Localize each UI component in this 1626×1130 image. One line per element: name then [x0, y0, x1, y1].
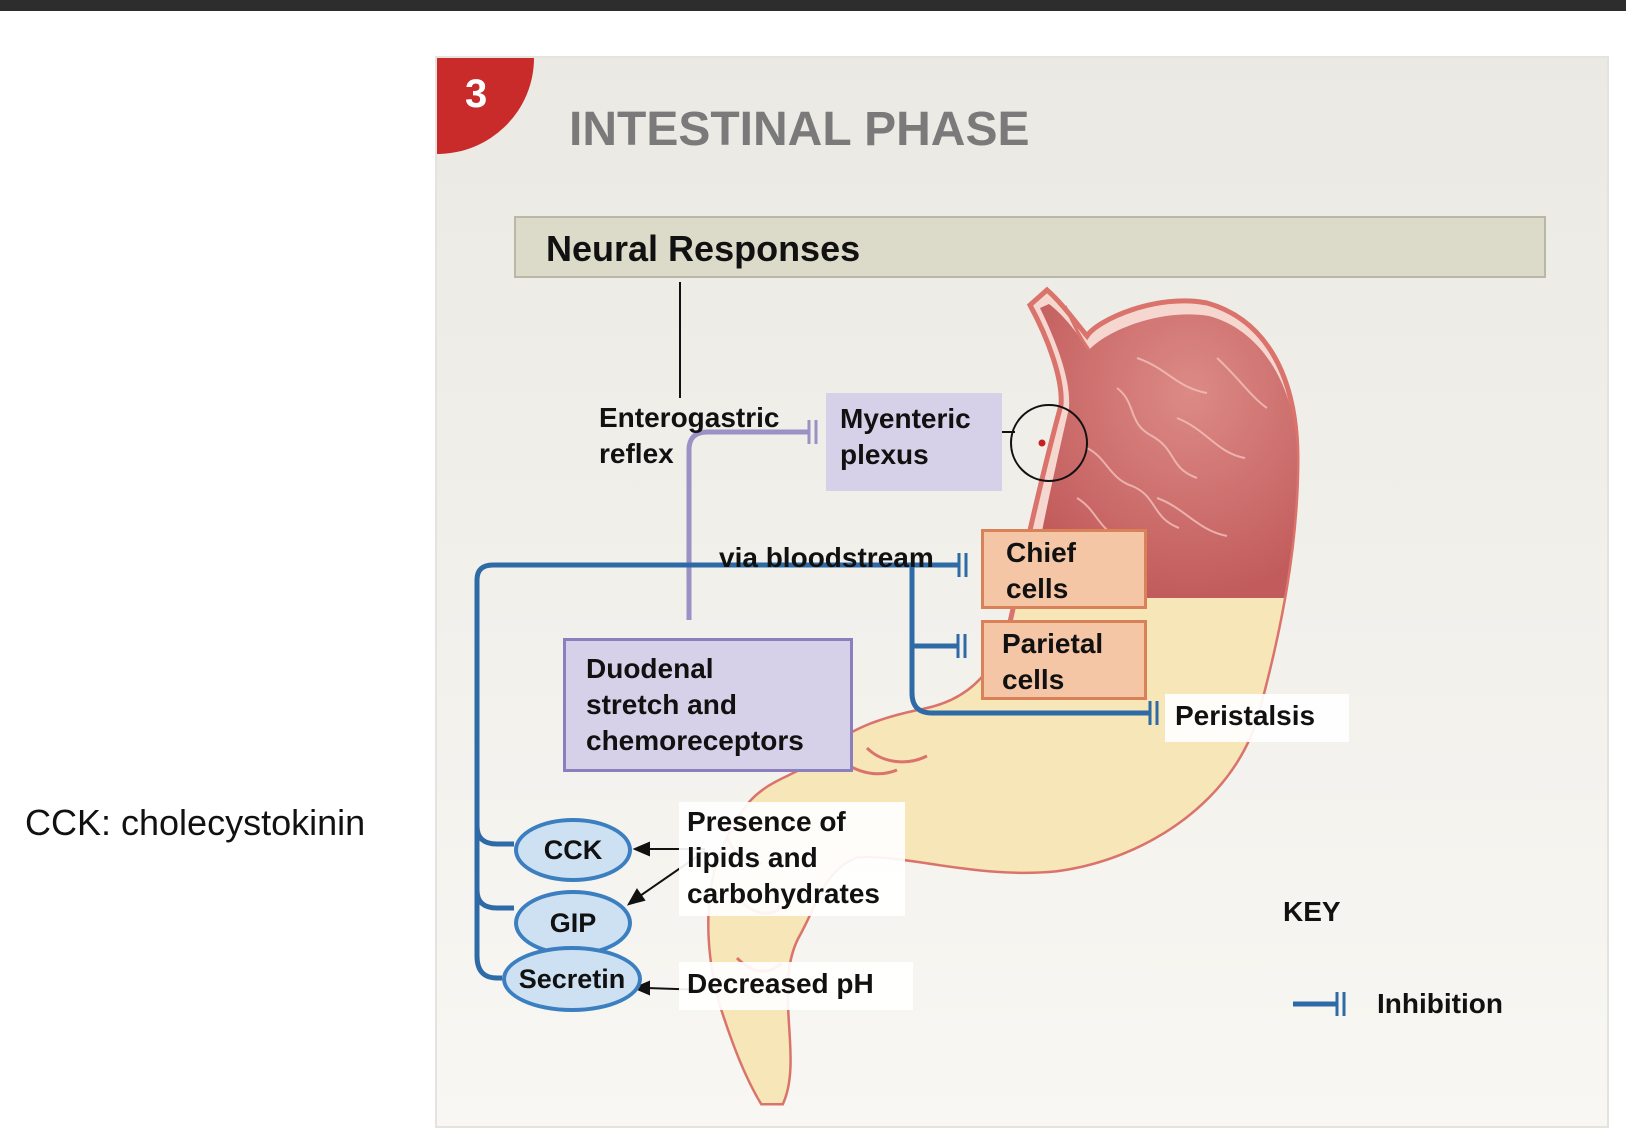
duodenal-receptors-box: Duodenal stretch and chemoreceptors: [563, 638, 853, 772]
gastric-mucosa: [1029, 304, 1297, 598]
decreased-ph-box: Decreased pH: [679, 962, 913, 1010]
window-top-bar: [0, 0, 1626, 11]
inhibition-bars-hormonal: [956, 553, 1159, 725]
key-inhibition-label: Inhibition: [1377, 988, 1503, 1019]
cck-hormone: CCK: [514, 818, 632, 882]
phase-title: INTESTINAL PHASE: [569, 103, 1030, 156]
enterogastric-reflex-label: Enterogastric reflex: [599, 402, 780, 469]
gip-hormone: GIP: [514, 890, 632, 956]
secretin-hormone: Secretin: [502, 946, 642, 1012]
parietal-cells-box: Parietal cells: [981, 620, 1147, 700]
key-title: KEY: [1283, 896, 1341, 927]
abbreviation-note: CCK: cholecystokinin: [25, 802, 366, 843]
via-bloodstream-label: via bloodstream: [719, 542, 934, 573]
enterogastric-reflex-path: [686, 429, 809, 620]
neural-responses-title: Neural Responses: [546, 228, 861, 269]
neural-responses-banner: Neural Responses: [514, 216, 1546, 278]
myenteric-plexus-box: Myenteric plexus: [826, 393, 1002, 491]
hormone-pathway-lines: [474, 562, 1150, 981]
lipids-carbohydrates-box: Presence of lipids and carbohydrates: [679, 802, 905, 916]
chief-cells-box: Chief cells: [981, 529, 1147, 609]
key-inhibition-symbol: [1293, 992, 1346, 1016]
phase-number: 3: [465, 72, 488, 116]
intestinal-phase-figure: 3 INTESTINAL PHASE Neural Responses Ente…: [435, 56, 1609, 1128]
peristalsis-box: Peristalsis: [1165, 694, 1349, 742]
magnify-circle: [1010, 404, 1088, 482]
